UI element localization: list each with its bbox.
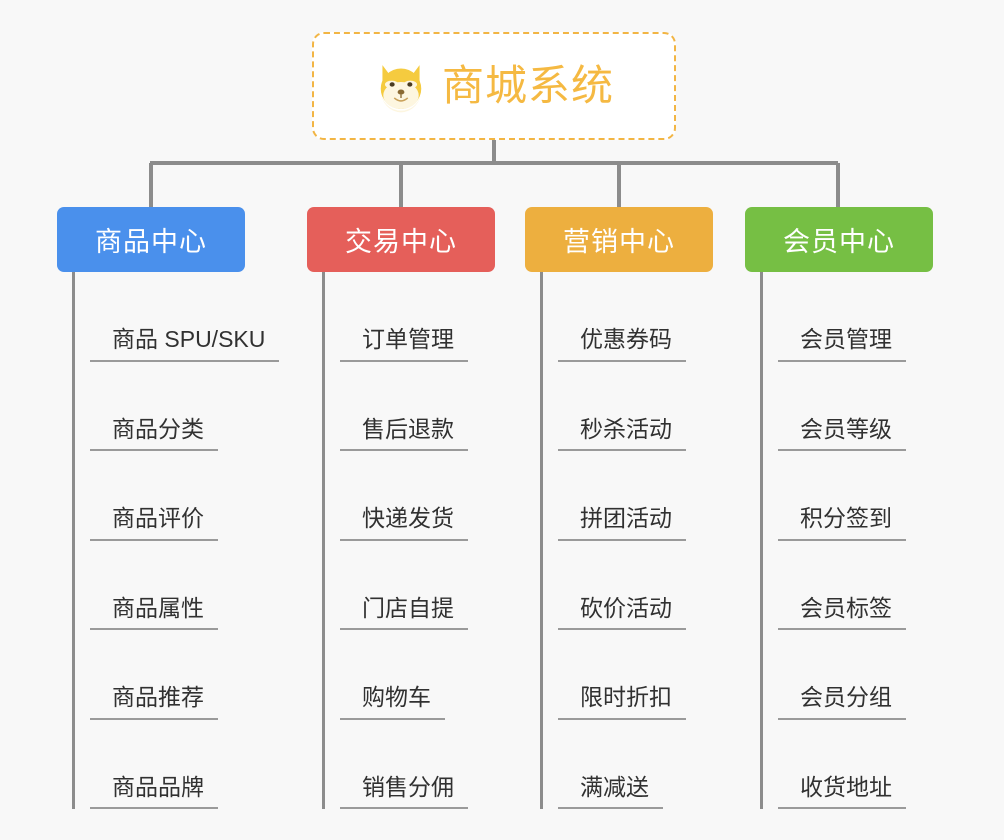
shiba-dog-face-icon <box>380 65 422 113</box>
branch-column-product-center: 商品中心 商品 SPU/SKU 商品分类 商品评价 商品属性 商品推荐 商品品牌 <box>57 207 280 809</box>
list-item-label: 会员管理 <box>778 326 906 362</box>
list-item[interactable]: 积分签到 <box>778 451 933 541</box>
list-item-label: 门店自提 <box>340 595 468 630</box>
list-item-label: 限时折扣 <box>558 684 686 720</box>
list-item-label: 购物车 <box>340 684 445 720</box>
branch-column-trade-center: 交易中心 订单管理 售后退款 快递发货 门店自提 购物车 销售分佣 <box>307 207 495 809</box>
list-item-label: 满减送 <box>558 774 663 809</box>
branch-column-member-center: 会员中心 会员管理 会员等级 积分签到 会员标签 会员分组 收货地址 <box>745 207 933 809</box>
list-item-label: 拼团活动 <box>558 505 686 541</box>
list-item[interactable]: 拼团活动 <box>558 451 713 541</box>
list-item[interactable]: 商品 SPU/SKU <box>90 272 280 362</box>
list-item-label: 秒杀活动 <box>558 416 686 451</box>
branch-header-label: 商品中心 <box>95 227 207 257</box>
list-item[interactable]: 商品评价 <box>90 451 245 541</box>
list-item[interactable]: 门店自提 <box>340 541 495 630</box>
list-item-label: 快递发货 <box>340 505 468 541</box>
list-item[interactable]: 商品品牌 <box>90 720 245 809</box>
branch-items-marketing-center: 优惠券码 秒杀活动 拼团活动 砍价活动 限时折扣 满减送 <box>540 272 713 809</box>
list-item-label: 售后退款 <box>340 416 468 451</box>
list-item[interactable]: 砍价活动 <box>558 541 713 630</box>
list-item[interactable]: 会员分组 <box>778 630 933 720</box>
list-item-label: 会员等级 <box>778 416 906 451</box>
branch-header-marketing-center[interactable]: 营销中心 <box>525 207 713 272</box>
list-item[interactable]: 快递发货 <box>340 451 495 541</box>
list-item-label: 商品品牌 <box>90 774 218 809</box>
list-item[interactable]: 收货地址 <box>778 720 933 809</box>
branch-column-marketing-center: 营销中心 优惠券码 秒杀活动 拼团活动 砍价活动 限时折扣 满减送 <box>525 207 713 809</box>
list-item-label: 优惠券码 <box>558 326 686 362</box>
list-item[interactable]: 会员管理 <box>778 272 933 362</box>
list-item[interactable]: 优惠券码 <box>558 272 713 362</box>
list-item-label: 会员分组 <box>778 684 906 720</box>
list-item[interactable]: 限时折扣 <box>558 630 713 720</box>
list-item-label: 收货地址 <box>778 774 906 809</box>
root-title: 商城系统 <box>441 62 614 109</box>
branch-header-label: 交易中心 <box>345 227 457 257</box>
branch-items-trade-center: 订单管理 售后退款 快递发货 门店自提 购物车 销售分佣 <box>322 272 495 809</box>
list-item[interactable]: 会员等级 <box>778 362 933 451</box>
branch-header-label: 营销中心 <box>563 227 675 257</box>
list-item[interactable]: 商品属性 <box>90 541 245 630</box>
list-item-label: 砍价活动 <box>558 595 686 630</box>
list-item-label: 商品评价 <box>90 505 218 541</box>
list-item[interactable]: 秒杀活动 <box>558 362 713 451</box>
list-item[interactable]: 售后退款 <box>340 362 495 451</box>
branch-items-product-center: 商品 SPU/SKU 商品分类 商品评价 商品属性 商品推荐 商品品牌 <box>72 272 280 809</box>
list-item-label: 订单管理 <box>340 326 468 362</box>
list-item[interactable]: 订单管理 <box>340 272 495 362</box>
root-node[interactable]: 商城系统 <box>312 32 676 140</box>
list-item[interactable]: 会员标签 <box>778 541 933 630</box>
list-item[interactable]: 购物车 <box>340 630 495 720</box>
list-item[interactable]: 销售分佣 <box>340 720 495 809</box>
list-item-label: 积分签到 <box>778 505 906 541</box>
list-item[interactable]: 满减送 <box>558 720 713 809</box>
branch-header-trade-center[interactable]: 交易中心 <box>307 207 495 272</box>
branch-header-label: 会员中心 <box>783 227 895 257</box>
list-item-label: 销售分佣 <box>340 774 468 809</box>
list-item[interactable]: 商品分类 <box>90 362 245 451</box>
list-item-label: 商品 SPU/SKU <box>90 326 280 362</box>
list-item[interactable]: 商品推荐 <box>90 630 245 720</box>
list-item-label: 会员标签 <box>778 595 906 630</box>
list-item-label: 商品属性 <box>90 595 218 630</box>
branch-header-member-center[interactable]: 会员中心 <box>745 207 933 272</box>
list-item-label: 商品推荐 <box>90 684 218 720</box>
list-item-label: 商品分类 <box>90 416 218 451</box>
branch-items-member-center: 会员管理 会员等级 积分签到 会员标签 会员分组 收货地址 <box>760 272 933 809</box>
branch-header-product-center[interactable]: 商品中心 <box>57 207 245 272</box>
